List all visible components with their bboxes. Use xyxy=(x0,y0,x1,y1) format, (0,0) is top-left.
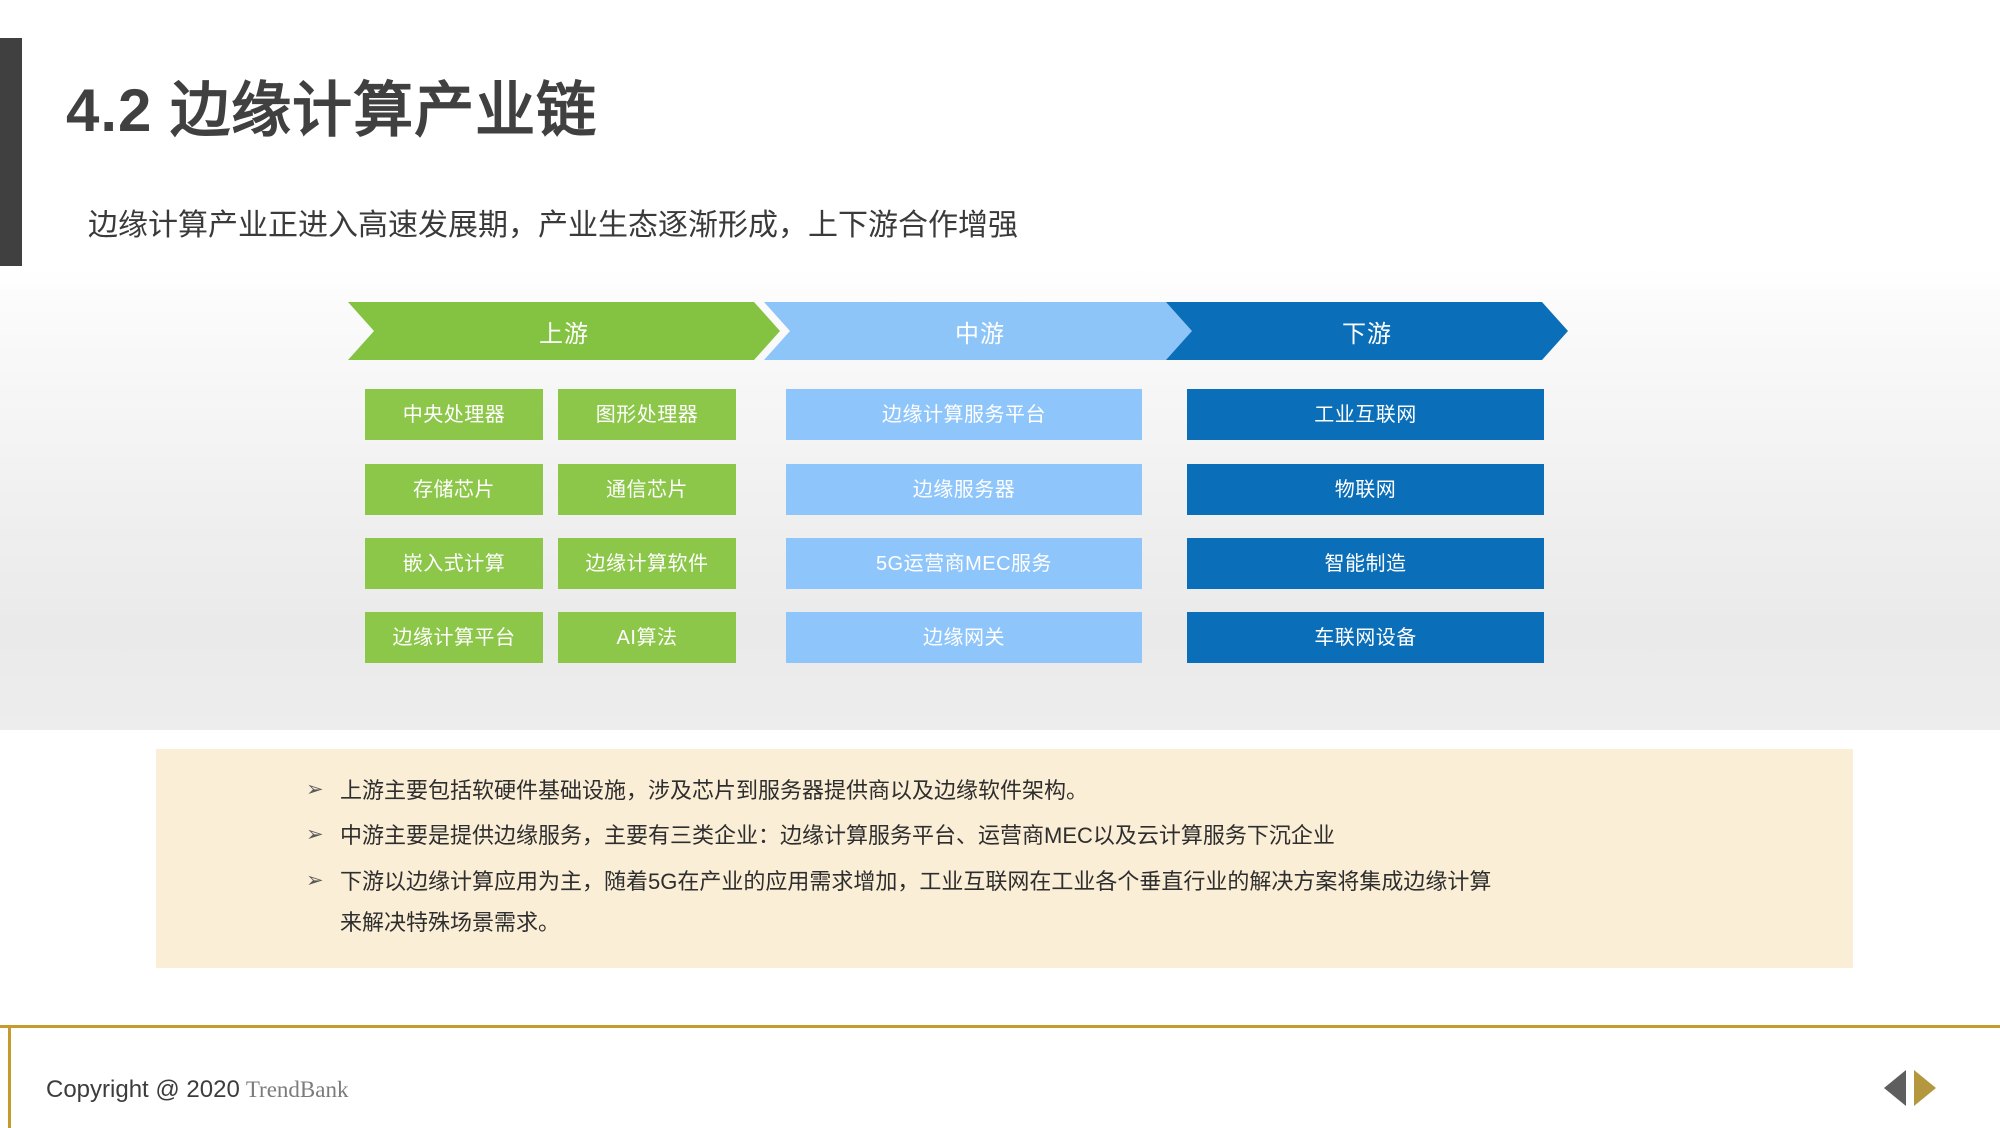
upstream-item-box[interactable]: 存储芯片 xyxy=(365,464,543,515)
note-item: ➢ 中游主要是提供边缘服务，主要有三类企业：边缘计算服务平台、运营商MEC以及云… xyxy=(156,818,1853,854)
note-item: ➢ 上游主要包括软硬件基础设施，涉及芯片到服务器提供商以及边缘软件架构。 xyxy=(156,773,1853,809)
note-text-continuation: 来解决特殊场景需求。 xyxy=(340,909,561,935)
stage-header-downstream[interactable]: 下游 xyxy=(1166,302,1568,360)
title-accent-bar xyxy=(0,38,22,266)
triangle-left-icon[interactable] xyxy=(1884,1070,1906,1106)
upstream-item-box[interactable]: 图形处理器 xyxy=(558,389,736,440)
midstream-item-box[interactable]: 边缘网关 xyxy=(786,612,1142,663)
midstream-item-box[interactable]: 边缘计算服务平台 xyxy=(786,389,1142,440)
brand-name: TrendBank xyxy=(245,1077,349,1102)
slide-navigation xyxy=(1884,1068,1956,1108)
page-subtitle: 边缘计算产业正进入高速发展期，产业生态逐渐形成，上下游合作增强 xyxy=(88,209,1018,242)
midstream-item-label: 边缘计算服务平台 xyxy=(882,403,1046,426)
upstream-item-box[interactable]: 边缘计算软件 xyxy=(558,538,736,589)
downstream-item-label: 车联网设备 xyxy=(1314,626,1417,649)
footer-left-rule xyxy=(8,1028,11,1128)
downstream-item-label: 工业互联网 xyxy=(1314,403,1417,426)
copyright-label: Copyright @ 2020 xyxy=(46,1076,240,1103)
upstream-item-box[interactable]: 边缘计算平台 xyxy=(365,612,543,663)
downstream-item-label: 智能制造 xyxy=(1324,552,1407,575)
midstream-item-label: 边缘网关 xyxy=(923,626,1005,649)
value-chain-diagram: 上游 中游 下游 中央处理器 图形处理器 存储芯片 通信芯片 嵌入式计算 边缘计… xyxy=(0,268,2000,730)
upstream-item-box[interactable]: AI算法 xyxy=(558,612,736,663)
upstream-item-label: 通信芯片 xyxy=(606,478,688,501)
upstream-item-label: 存储芯片 xyxy=(413,478,495,501)
upstream-item-label: 嵌入式计算 xyxy=(402,552,506,575)
upstream-item-box[interactable]: 中央处理器 xyxy=(365,389,543,440)
midstream-item-box[interactable]: 5G运营商MEC服务 xyxy=(786,538,1142,589)
stage-header-midstream-label: 中游 xyxy=(955,320,1005,348)
downstream-item-box[interactable]: 工业互联网 xyxy=(1187,389,1544,440)
stage-header-upstream[interactable]: 上游 xyxy=(348,302,780,360)
note-text: 中游主要是提供边缘服务，主要有三类企业：边缘计算服务平台、运营商MEC以及云计算… xyxy=(340,823,1335,849)
downstream-item-label: 物联网 xyxy=(1334,478,1397,501)
note-text: 上游主要包括软硬件基础设施，涉及芯片到服务器提供商以及边缘软件架构。 xyxy=(340,778,1089,803)
midstream-item-box[interactable]: 边缘服务器 xyxy=(786,464,1142,515)
note-item: ➢ 下游以边缘计算应用为主，随着5G在产业的应用需求增加，工业互联网在工业各个垂… xyxy=(156,864,1853,900)
downstream-item-box[interactable]: 车联网设备 xyxy=(1187,612,1544,663)
bullet-arrow-icon: ➢ xyxy=(306,868,324,892)
page-title: 4.2 边缘计算产业链 xyxy=(66,77,598,144)
midstream-item-label: 边缘服务器 xyxy=(912,478,1016,501)
upstream-item-label: 边缘计算软件 xyxy=(585,552,709,575)
upstream-item-label: 中央处理器 xyxy=(402,403,506,426)
stage-header-midstream[interactable]: 中游 xyxy=(764,302,1196,360)
downstream-item-box[interactable]: 物联网 xyxy=(1187,464,1544,515)
downstream-item-box[interactable]: 智能制造 xyxy=(1187,538,1544,589)
triangle-right-icon[interactable] xyxy=(1914,1070,1936,1106)
midstream-item-label: 5G运营商MEC服务 xyxy=(875,552,1053,575)
upstream-item-box[interactable]: 嵌入式计算 xyxy=(365,538,543,589)
stage-header-downstream-label: 下游 xyxy=(1342,320,1392,348)
note-text: 下游以边缘计算应用为主，随着5G在产业的应用需求增加，工业互联网在工业各个垂直行… xyxy=(340,868,1492,894)
upstream-item-box[interactable]: 通信芯片 xyxy=(558,464,736,515)
upstream-item-label: 图形处理器 xyxy=(595,403,699,426)
upstream-item-label: 边缘计算平台 xyxy=(392,626,516,649)
notes-panel: ➢ 上游主要包括软硬件基础设施，涉及芯片到服务器提供商以及边缘软件架构。 ➢ 中… xyxy=(156,749,1853,968)
stage-header-upstream-label: 上游 xyxy=(539,320,589,348)
upstream-item-label: AI算法 xyxy=(616,626,678,649)
bullet-arrow-icon: ➢ xyxy=(306,778,324,801)
bullet-arrow-icon: ➢ xyxy=(306,823,324,847)
slide-header: 4.2 边缘计算产业链 边缘计算产业正进入高速发展期，产业生态逐渐形成，上下游合… xyxy=(0,0,2000,268)
